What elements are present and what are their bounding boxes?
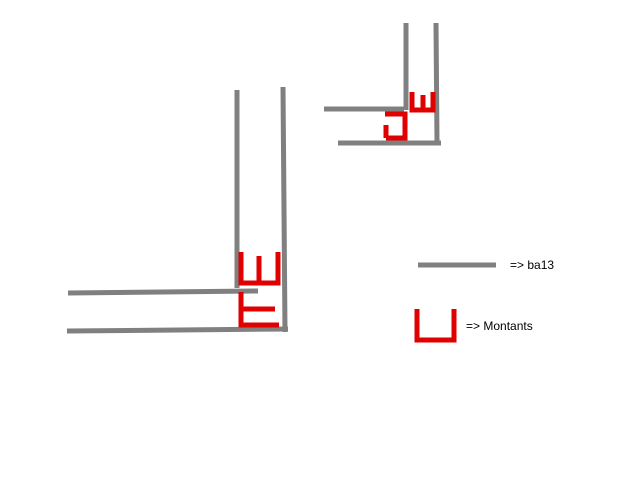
legend-montant-symbol — [414, 309, 457, 343]
large-junction-montants — [238, 252, 281, 328]
legend-montants-label: => Montants — [466, 319, 533, 333]
small-junction-ba13-boards — [324, 22, 441, 146]
legend — [414, 262, 496, 343]
ba13-board — [280, 86, 288, 333]
ba13-board — [67, 288, 259, 296]
ba13-board — [66, 326, 289, 334]
small-junction-montants — [383, 92, 436, 141]
large-junction-ba13-boards — [66, 86, 289, 334]
legend-ba13-label: => ba13 — [510, 258, 555, 272]
ba13-board — [433, 22, 440, 144]
montant-u-profile — [383, 111, 408, 141]
montant-u-profile — [409, 92, 436, 113]
montant-u-profile — [238, 292, 279, 328]
montant-u-profile — [238, 252, 281, 286]
small-corner-junction — [324, 22, 441, 146]
large-corner-junction — [66, 86, 289, 334]
